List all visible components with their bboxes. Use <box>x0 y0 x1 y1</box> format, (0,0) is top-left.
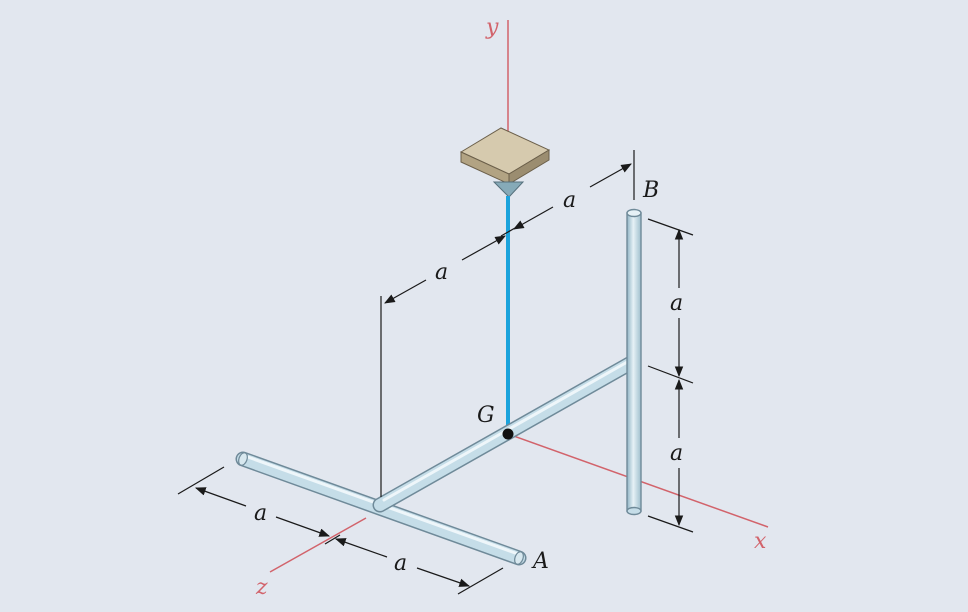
dimension-bottom-left-2 <box>275 516 331 537</box>
z-axis-label: z <box>255 575 268 600</box>
extension-line-bottom-left <box>177 466 225 495</box>
label-B: B <box>642 178 659 203</box>
coordinate-axes: y x z <box>255 15 769 600</box>
dimension-top-right-a1 <box>513 206 554 230</box>
dimension-bottom-right-1 <box>334 538 388 558</box>
dimension-top <box>380 150 635 497</box>
dimension-top-left-a2 <box>461 235 506 261</box>
dimension-label-vertical-lower: a <box>670 441 683 466</box>
dimension-bottom <box>177 466 504 595</box>
rod-end-A <box>514 551 524 565</box>
dimension-top-left-a1 <box>384 279 427 304</box>
dimension-top-right-a2 <box>589 163 632 188</box>
dimension-label-bottom-left: a <box>254 501 267 526</box>
dimension-vertical <box>647 218 694 533</box>
rod-end-left <box>238 452 248 466</box>
label-A: A <box>531 549 549 574</box>
rod-vertical-bottom-end <box>626 506 642 516</box>
rod-vertical <box>626 212 642 512</box>
x-axis-label: x <box>754 529 767 554</box>
extension-line-bottom <box>647 515 694 533</box>
wire-clamp <box>492 181 525 198</box>
extension-line-top <box>647 218 694 236</box>
point-G-marker <box>502 428 514 440</box>
y-axis-label: y <box>485 15 499 40</box>
z-axis-line <box>269 517 367 573</box>
dimension-bottom-left-1 <box>194 487 247 507</box>
dimension-label-bottom-right: a <box>394 551 407 576</box>
support-right-face <box>508 149 550 185</box>
ceiling-support <box>459 127 551 198</box>
label-G: G <box>477 403 495 428</box>
dimension-label-top-right: a <box>563 188 576 213</box>
dimension-label-top-left: a <box>435 260 448 285</box>
dimension-tick-mid <box>500 227 516 237</box>
dimension-label-vertical-upper: a <box>670 291 683 316</box>
dimension-bottom-right-2 <box>416 567 471 587</box>
extension-line-bottom-right <box>457 567 504 595</box>
dimension-tick-bottom-mid <box>324 534 341 545</box>
rod-vertical-top-end <box>626 208 642 218</box>
extension-line-middle <box>647 365 694 384</box>
